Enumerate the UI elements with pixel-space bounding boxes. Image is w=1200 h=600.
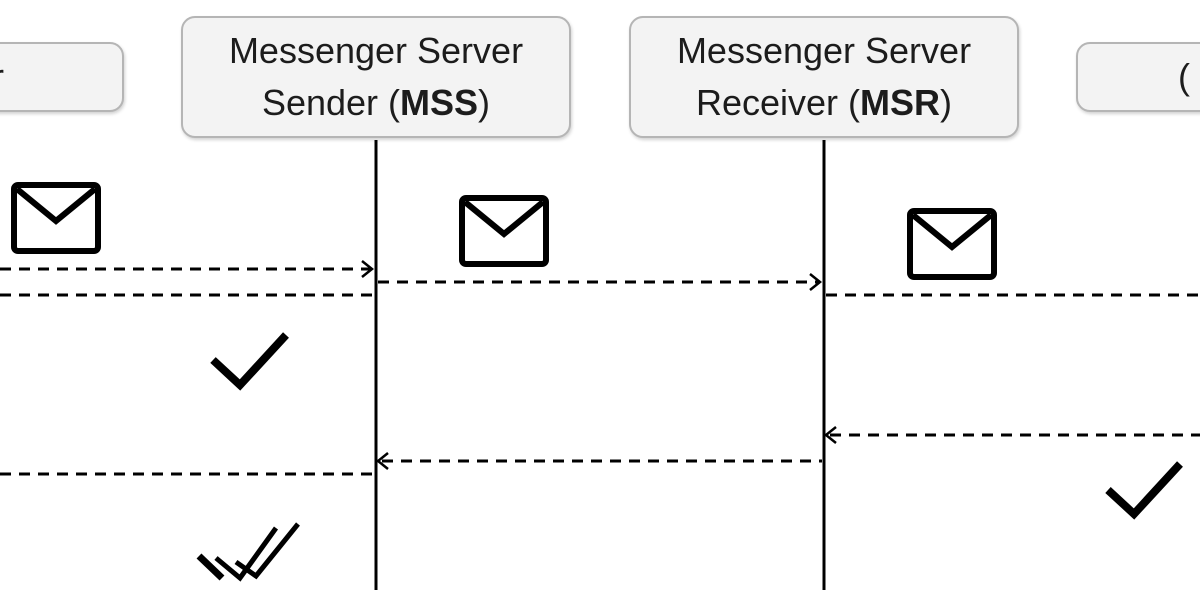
actor-mss-subtitle: Sender (MSS) (261, 82, 491, 123)
actor-label-partial-right: ( (1178, 56, 1190, 97)
ack-arrow-msr-to-mss (375, 452, 822, 470)
message-arrow-sender-to-mss (0, 260, 375, 278)
actor-mss-abbr: MSS (400, 82, 479, 123)
actor-label-partial: r (0, 44, 4, 110)
envelope-icon (907, 208, 997, 280)
message-arrow-mss-to-msr (378, 273, 823, 291)
actor-msr-abbr: MSR (860, 82, 941, 123)
envelope-icon (459, 195, 549, 267)
double-checkmark-icon (196, 522, 300, 582)
checkmark-icon (210, 332, 289, 391)
actor-box-receiver-client-partial: ( (1076, 42, 1200, 112)
envelope-icon (11, 182, 101, 254)
actor-mss-title: Messenger Server (228, 30, 524, 71)
actor-box-msr: Messenger Server Receiver (MSR) (629, 16, 1019, 138)
actor-box-sender-client-partial: r (0, 42, 124, 112)
actor-msr-title: Messenger Server (676, 30, 972, 71)
ack-arrow-receiver-to-msr (823, 426, 1200, 444)
actor-box-mss: Messenger Server Sender (MSS) (181, 16, 571, 138)
checkmark-icon (1105, 461, 1183, 520)
actor-msr-subtitle: Receiver (MSR) (695, 82, 953, 123)
